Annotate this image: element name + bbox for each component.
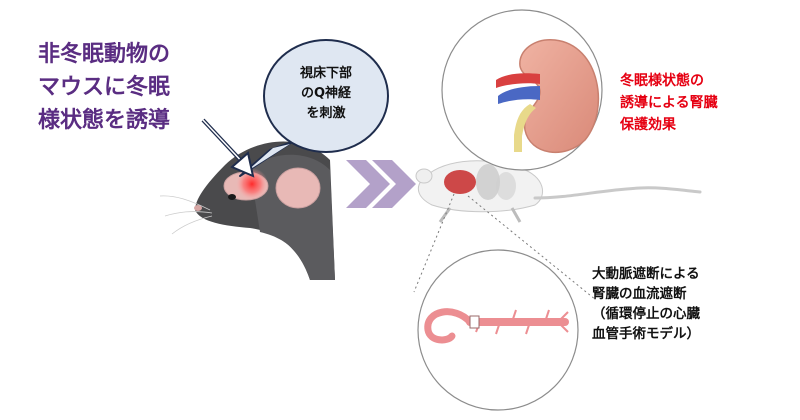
model-caption: 大動脈遮断による 腎臓の血流遮断 （循環停止の心臓 血管手術モデル） bbox=[592, 266, 700, 342]
left-caption: 非冬眠動物の マウスに冬眠 様状態を誘導 bbox=[38, 42, 171, 133]
kidney-illustration bbox=[519, 39, 600, 154]
aortic-clamp bbox=[469, 315, 480, 329]
renal-vein bbox=[498, 86, 540, 104]
pointer-arrow bbox=[201, 118, 255, 178]
mouse-eye bbox=[228, 194, 236, 200]
bubble-caption: 視床下部 のQ神経 を刺激 bbox=[299, 66, 352, 121]
effect-caption: 冬眠様状態の 誘導による腎臓 保護効果 bbox=[620, 73, 718, 133]
brain-stimulation-glow bbox=[236, 168, 268, 200]
aorta-illustration bbox=[424, 308, 569, 344]
ureter bbox=[514, 104, 536, 152]
renal-artery bbox=[496, 73, 540, 88]
stimulus-bubble bbox=[239, 39, 389, 177]
kidney-callout bbox=[441, 9, 603, 171]
aorta-callout bbox=[417, 249, 579, 411]
mouse-kidney-highlight bbox=[444, 170, 476, 194]
flow-chevrons bbox=[346, 160, 416, 208]
mouse-head-illustration bbox=[159, 141, 335, 280]
mouse-body-illustration bbox=[415, 160, 702, 223]
